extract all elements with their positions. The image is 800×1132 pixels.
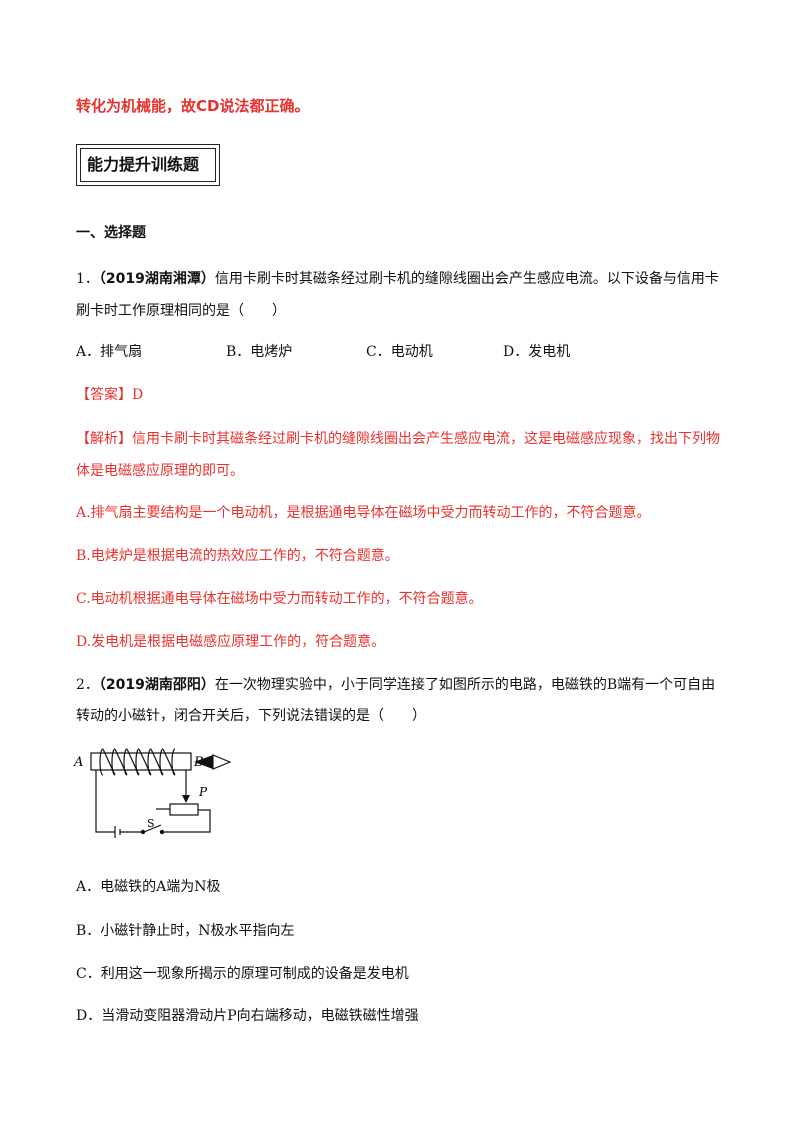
- q1-answer: 【答案】D: [76, 387, 144, 403]
- q1-explanation-a: A.排气扇主要结构是一个电动机，是根据通电导体在磁场中受力而转动工作的，不符合题…: [76, 505, 651, 521]
- q1-option-a: A．排气扇: [76, 344, 143, 360]
- q1-line1: 1．（2019湖南湘潭）信用卡刷卡时其磁条经过刷卡机的缝隙线圈出会产生感应电流。…: [76, 268, 719, 288]
- q2-number: 2．: [76, 677, 99, 693]
- slider-arrow-icon: [182, 795, 190, 803]
- q1-line2: 刷卡时工作原理相同的是（ ）: [76, 303, 286, 319]
- q2-text1: 在一次物理实验中，小于同学连接了如图所示的电路，电磁铁的B端有一个可自由: [214, 677, 716, 693]
- q2-source: （2019湖南邵阳）: [98, 677, 215, 693]
- q1-option-d: D．发电机: [503, 344, 571, 360]
- q2-option-a: A．电磁铁的A端为N极: [76, 879, 221, 895]
- q2-line1: 2．（2019湖南邵阳）在一次物理实验中，小于同学连接了如图所示的电路，电磁铁的…: [76, 674, 715, 694]
- q1-source: （2019湖南湘潭）: [98, 271, 215, 287]
- q1-explanation-d: D.发电机是根据电磁感应原理工作的，符合题意。: [76, 634, 386, 650]
- q2-option-c: C．利用这一现象所揭示的原理可制成的设备是发电机: [76, 966, 409, 982]
- label-a: A: [73, 755, 83, 770]
- box-title: 能力提升训练题: [76, 144, 220, 186]
- q1-explanation-b: B.电烤炉是根据电流的热效应工作的，不符合题意。: [76, 548, 399, 564]
- q1-explanation-c: C.电动机根据通电导体在磁场中受力而转动工作的，不符合题意。: [76, 591, 483, 607]
- top-note: 转化为机械能，故CD说法都正确。: [76, 97, 310, 115]
- section-heading: 一、选择题: [76, 225, 146, 241]
- q2-option-d: D．当滑动变阻器滑动片P向右端移动，电磁铁磁性增强: [76, 1008, 419, 1024]
- label-s: S: [147, 817, 155, 830]
- q1-text1: 信用卡刷卡时其磁条经过刷卡机的缝隙线圈出会产生感应电流。以下设备与信用卡: [214, 271, 719, 287]
- circuit-diagram: A B P S: [73, 748, 232, 838]
- q2-option-b: B．小磁针静止时，N极水平指向左: [76, 923, 295, 939]
- q1-analysis-line1: 【解析】信用卡刷卡时其磁条经过刷卡机的缝隙线圈出会产生感应电流，这是电磁感应现象…: [76, 431, 720, 447]
- q1-option-c: C．电动机: [366, 344, 433, 360]
- q1-analysis-line2: 体是电磁感应原理的即可。: [76, 463, 244, 479]
- electromagnet-coil: [99, 748, 176, 776]
- q2-line2: 转动的小磁针，闭合开关后，下列说法错误的是（ ）: [76, 708, 426, 724]
- q1-number: 1．: [76, 271, 99, 287]
- circuit-wires: [95, 770, 211, 838]
- label-p: P: [198, 785, 208, 799]
- compass-needle-icon: [194, 754, 232, 770]
- q1-option-b: B．电烤炉: [226, 344, 293, 360]
